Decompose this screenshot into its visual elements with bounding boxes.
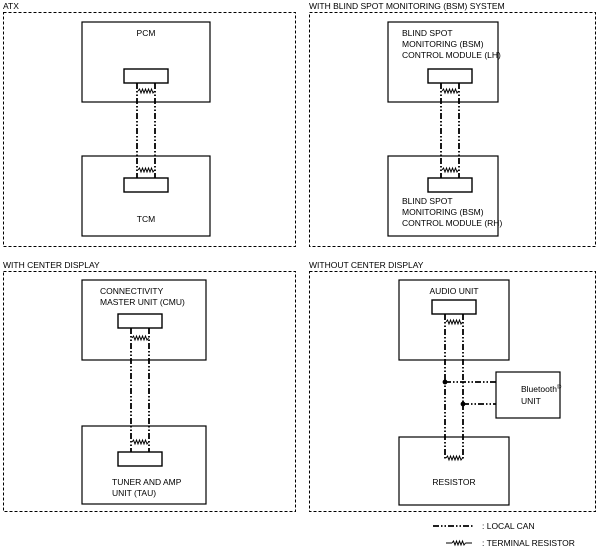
terminal-resistor-cmu bbox=[131, 334, 149, 342]
bsm-lh-box bbox=[387, 21, 499, 103]
tcm-label: TCM bbox=[137, 214, 155, 224]
panel-atx-frame bbox=[3, 12, 296, 247]
audio-unit-connector bbox=[431, 299, 477, 315]
panel-no-center-display-frame bbox=[309, 271, 596, 512]
tau-label-1: TUNER AND AMP bbox=[112, 477, 182, 487]
terminal-resistor-pcm bbox=[137, 87, 155, 95]
panel-center-display-title: WITH CENTER DISPLAY bbox=[3, 260, 100, 270]
pcm-box bbox=[81, 21, 211, 103]
terminal-resistor-tcm bbox=[137, 166, 155, 174]
bluetooth-unit-label-1: Bluetooth© bbox=[521, 384, 562, 394]
panel-bsm-title: WITH BLIND SPOT MONITORING (BSM) SYSTEM bbox=[309, 1, 505, 11]
terminal-resistor-bsm-rh bbox=[441, 166, 459, 174]
bsm-rh-label-3: CONTROL MODULE (RH) bbox=[402, 218, 502, 228]
bsm-rh-label-2: MONITORING (BSM) bbox=[402, 207, 484, 217]
terminal-resistor-resistor bbox=[445, 454, 463, 462]
panel-atx-title: ATX bbox=[3, 1, 19, 11]
terminal-resistor-bsm-lh bbox=[441, 87, 459, 95]
bsm-rh-label-1: BLIND SPOT bbox=[402, 196, 453, 206]
terminal-resistor-audio bbox=[445, 318, 463, 326]
resistor-box bbox=[398, 436, 510, 506]
bluetooth-registered-mark: © bbox=[557, 384, 562, 391]
can-junction-dot bbox=[460, 401, 466, 407]
bsm-lh-label-3: CONTROL MODULE (LH) bbox=[402, 50, 501, 60]
legend-terminal-resistor-label: : TERMINAL RESISTOR bbox=[482, 538, 575, 548]
cmu-label-1: CONNECTIVITY bbox=[100, 286, 164, 296]
audio-unit-label: AUDIO UNIT bbox=[429, 286, 478, 296]
panel-bsm-frame bbox=[309, 12, 596, 247]
bsm-rh-connector bbox=[427, 177, 473, 193]
pcm-connector bbox=[123, 68, 169, 84]
panel-no-center-display-title: WITHOUT CENTER DISPLAY bbox=[309, 260, 424, 270]
can-junction-dot bbox=[442, 379, 448, 385]
bluetooth-unit-name: Bluetooth bbox=[521, 384, 557, 394]
bluetooth-unit-box bbox=[495, 371, 561, 419]
panel-atx: ATX PCM TCM bbox=[3, 1, 296, 247]
terminal-resistor-tau bbox=[131, 438, 149, 446]
pcm-label: PCM bbox=[137, 28, 156, 38]
legend: : LOCAL CAN : TERMINAL RESISTOR bbox=[433, 521, 575, 548]
legend-terminal-resistor-swatch bbox=[451, 539, 466, 547]
cmu-connector bbox=[117, 313, 163, 329]
panel-center-display-frame bbox=[3, 271, 296, 512]
legend-local-can-label: : LOCAL CAN bbox=[482, 521, 535, 531]
panel-no-center-display: WITHOUT CENTER DISPLAY AUDIO UNIT RESIST… bbox=[309, 260, 596, 512]
panel-center-display: WITH CENTER DISPLAY CONNECTIVITY MASTER … bbox=[3, 260, 296, 512]
bsm-lh-connector bbox=[427, 68, 473, 84]
bsm-lh-label-2: MONITORING (BSM) bbox=[402, 39, 484, 49]
panel-bsm: WITH BLIND SPOT MONITORING (BSM) SYSTEM … bbox=[309, 1, 596, 247]
resistor-label: RESISTOR bbox=[432, 477, 475, 487]
tcm-connector bbox=[123, 177, 169, 193]
cmu-label-2: MASTER UNIT (CMU) bbox=[100, 297, 185, 307]
tau-label-2: UNIT (TAU) bbox=[112, 488, 156, 498]
bluetooth-unit-label-2: UNIT bbox=[521, 396, 541, 406]
bsm-lh-label-1: BLIND SPOT bbox=[402, 28, 453, 38]
tau-connector bbox=[117, 451, 163, 467]
